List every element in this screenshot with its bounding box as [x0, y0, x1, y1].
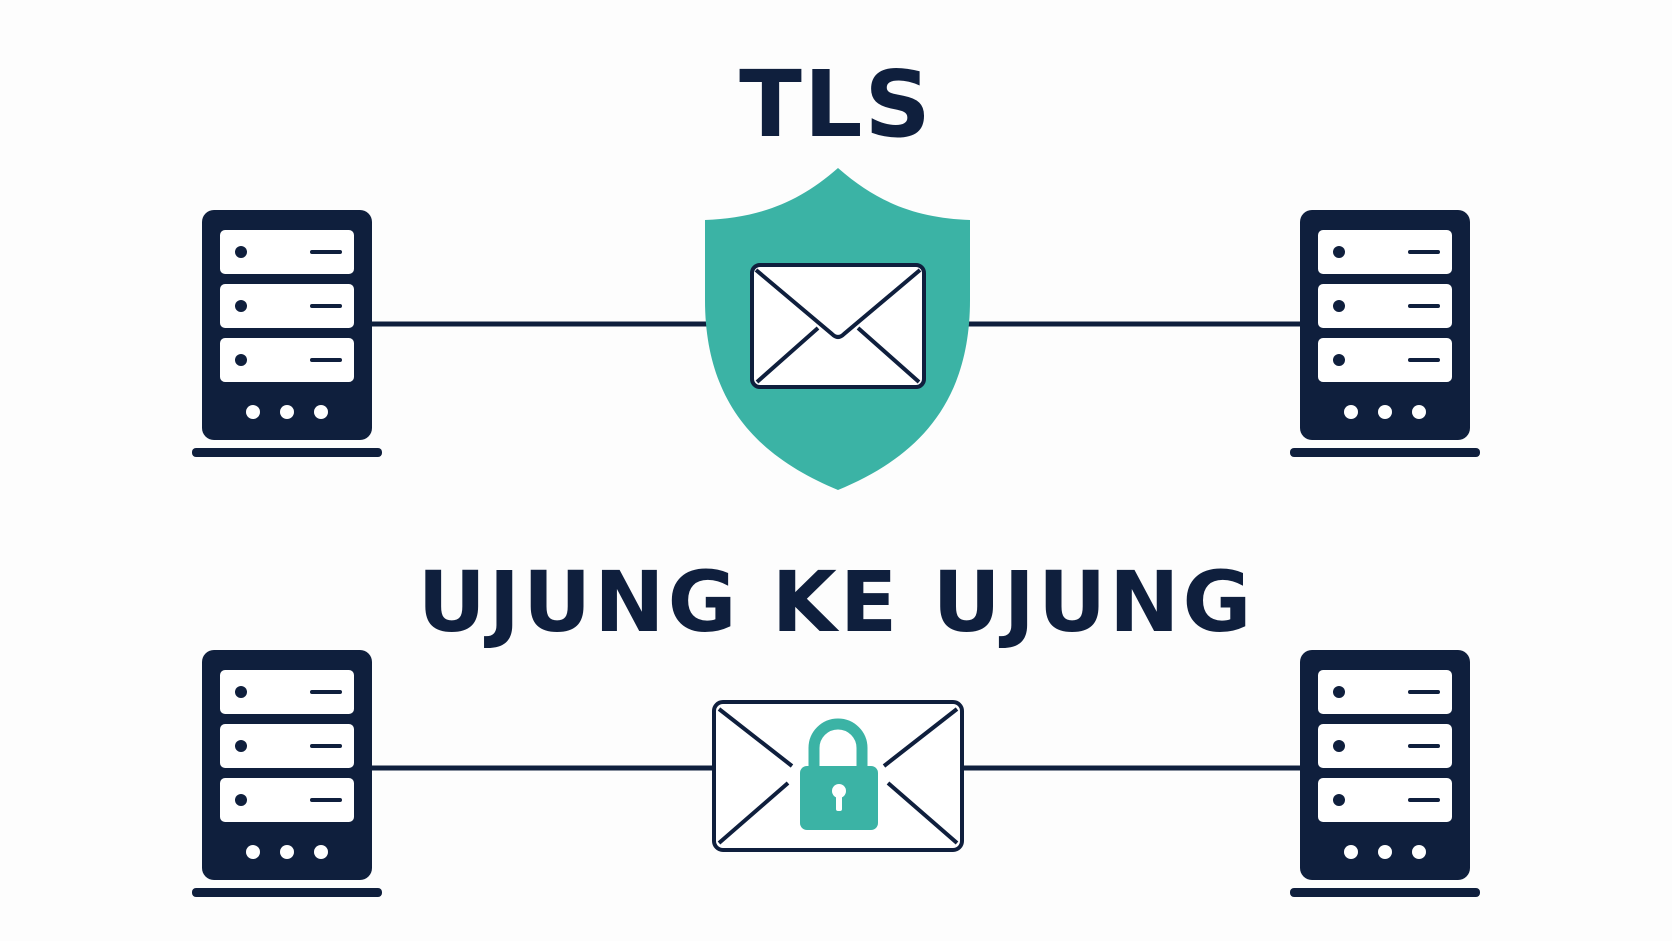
padlock-icon — [800, 718, 878, 830]
envelope-icon — [750, 263, 926, 389]
tls-row — [192, 168, 1480, 490]
end-to-end-row — [192, 650, 1480, 897]
end-to-end-title: UJUNG KE UJUNG — [417, 553, 1255, 651]
server-rack-icon — [192, 650, 382, 897]
server-rack-icon — [1290, 650, 1480, 897]
server-rack-icon — [1290, 210, 1480, 457]
server-rack-icon — [192, 210, 382, 457]
tls-title: TLS — [739, 51, 933, 158]
